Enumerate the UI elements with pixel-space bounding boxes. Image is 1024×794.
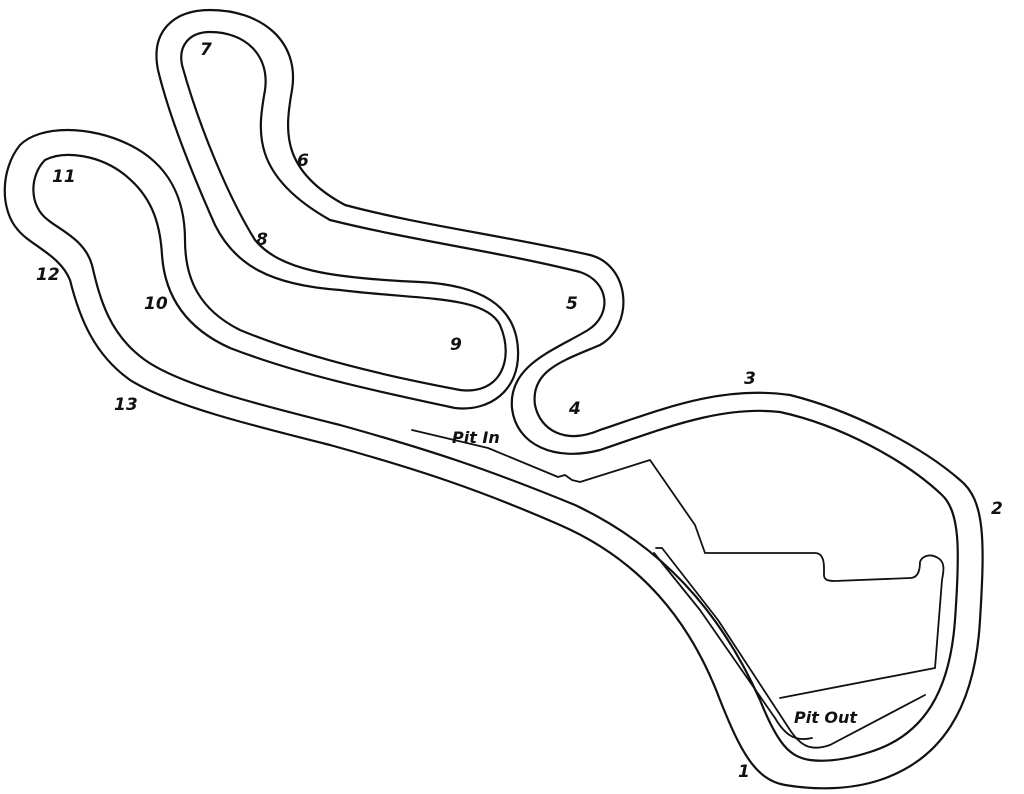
track-inner-edge <box>32 30 959 762</box>
turn-label-5: 5 <box>566 294 578 314</box>
turn-label-13: 13 <box>114 395 138 415</box>
turn-label-9: 9 <box>450 335 462 355</box>
pit-in-label: Pit In <box>452 428 500 447</box>
turn-label-3: 3 <box>744 369 756 389</box>
pit-out-label: Pit Out <box>794 708 858 727</box>
turn-label-4: 4 <box>568 399 581 419</box>
turn-label-12: 12 <box>36 265 60 285</box>
turn-label-8: 8 <box>256 230 268 250</box>
turn-label-7: 7 <box>200 40 212 60</box>
pit-out-lane-left <box>655 547 926 749</box>
turn-label-2: 2 <box>991 499 1003 519</box>
track-outer-edge <box>3 8 984 790</box>
turn-label-6: 6 <box>297 151 309 171</box>
turn-label-10: 10 <box>144 294 168 314</box>
turn-label-11: 11 <box>52 167 76 187</box>
pit-out-lane-right <box>653 552 813 740</box>
pit-in-lane <box>411 429 945 699</box>
turn-label-1: 1 <box>738 762 750 782</box>
